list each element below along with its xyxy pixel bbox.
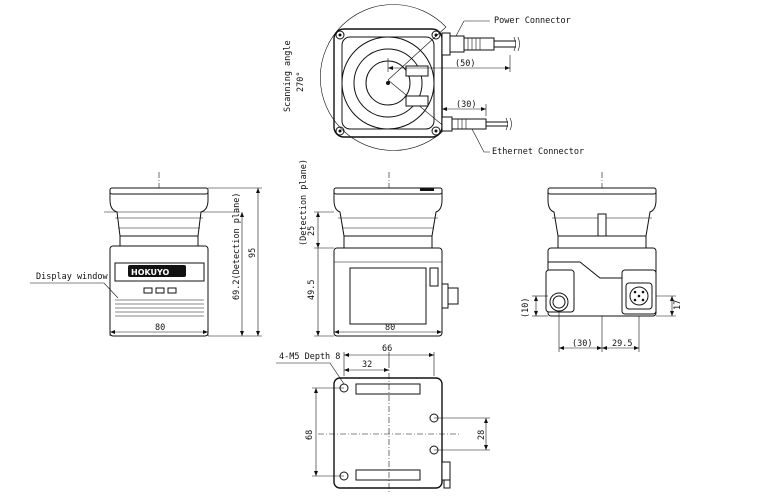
ethernet-connector bbox=[441, 116, 512, 132]
dim-29-5: 29.5 bbox=[612, 339, 632, 349]
power-connector-label: Power Connector bbox=[494, 16, 571, 26]
dim-30-right: (30) bbox=[572, 339, 592, 349]
dim-30-top: (30) bbox=[456, 100, 476, 110]
rear-view bbox=[532, 172, 676, 352]
dim-80-side: 80 bbox=[385, 323, 395, 333]
dim-80-front: 80 bbox=[155, 323, 165, 333]
dim-25: 25 bbox=[307, 226, 317, 236]
bottom-view bbox=[276, 352, 490, 492]
dim-10: (10) bbox=[521, 298, 531, 318]
mounting-holes-label: 4-M5 Depth 8 bbox=[279, 352, 340, 362]
dim-17: 17 bbox=[673, 300, 683, 310]
logo-text: HOKUYO bbox=[131, 268, 170, 277]
display-window-label: Display window bbox=[36, 272, 109, 282]
logo-plate bbox=[128, 265, 186, 277]
scanning-angle-value: 270° bbox=[296, 72, 306, 92]
dim-50: (50) bbox=[455, 59, 475, 69]
dim-49-5: 49.5 bbox=[307, 280, 317, 300]
top-view bbox=[320, 4, 520, 153]
dim-95: 95 bbox=[248, 248, 258, 258]
ethernet-connector-label: Ethernet Connector bbox=[492, 147, 584, 157]
power-connector bbox=[441, 32, 520, 56]
dim-66: 66 bbox=[382, 344, 392, 354]
side-view bbox=[314, 172, 459, 337]
front-view bbox=[30, 172, 262, 337]
bottom-body bbox=[333, 377, 443, 489]
dim-32: 32 bbox=[362, 360, 372, 370]
dim-28: 28 bbox=[477, 430, 487, 440]
dim-68: 68 bbox=[305, 430, 315, 440]
detection-plane-front-label: 69.2(Detection plane) bbox=[232, 193, 242, 300]
scanning-angle-label: Scanning angle bbox=[283, 40, 293, 112]
detection-plane-side-label: (Detection plane) bbox=[299, 159, 309, 246]
scanning-arc bbox=[320, 4, 447, 151]
top-body bbox=[333, 28, 443, 138]
